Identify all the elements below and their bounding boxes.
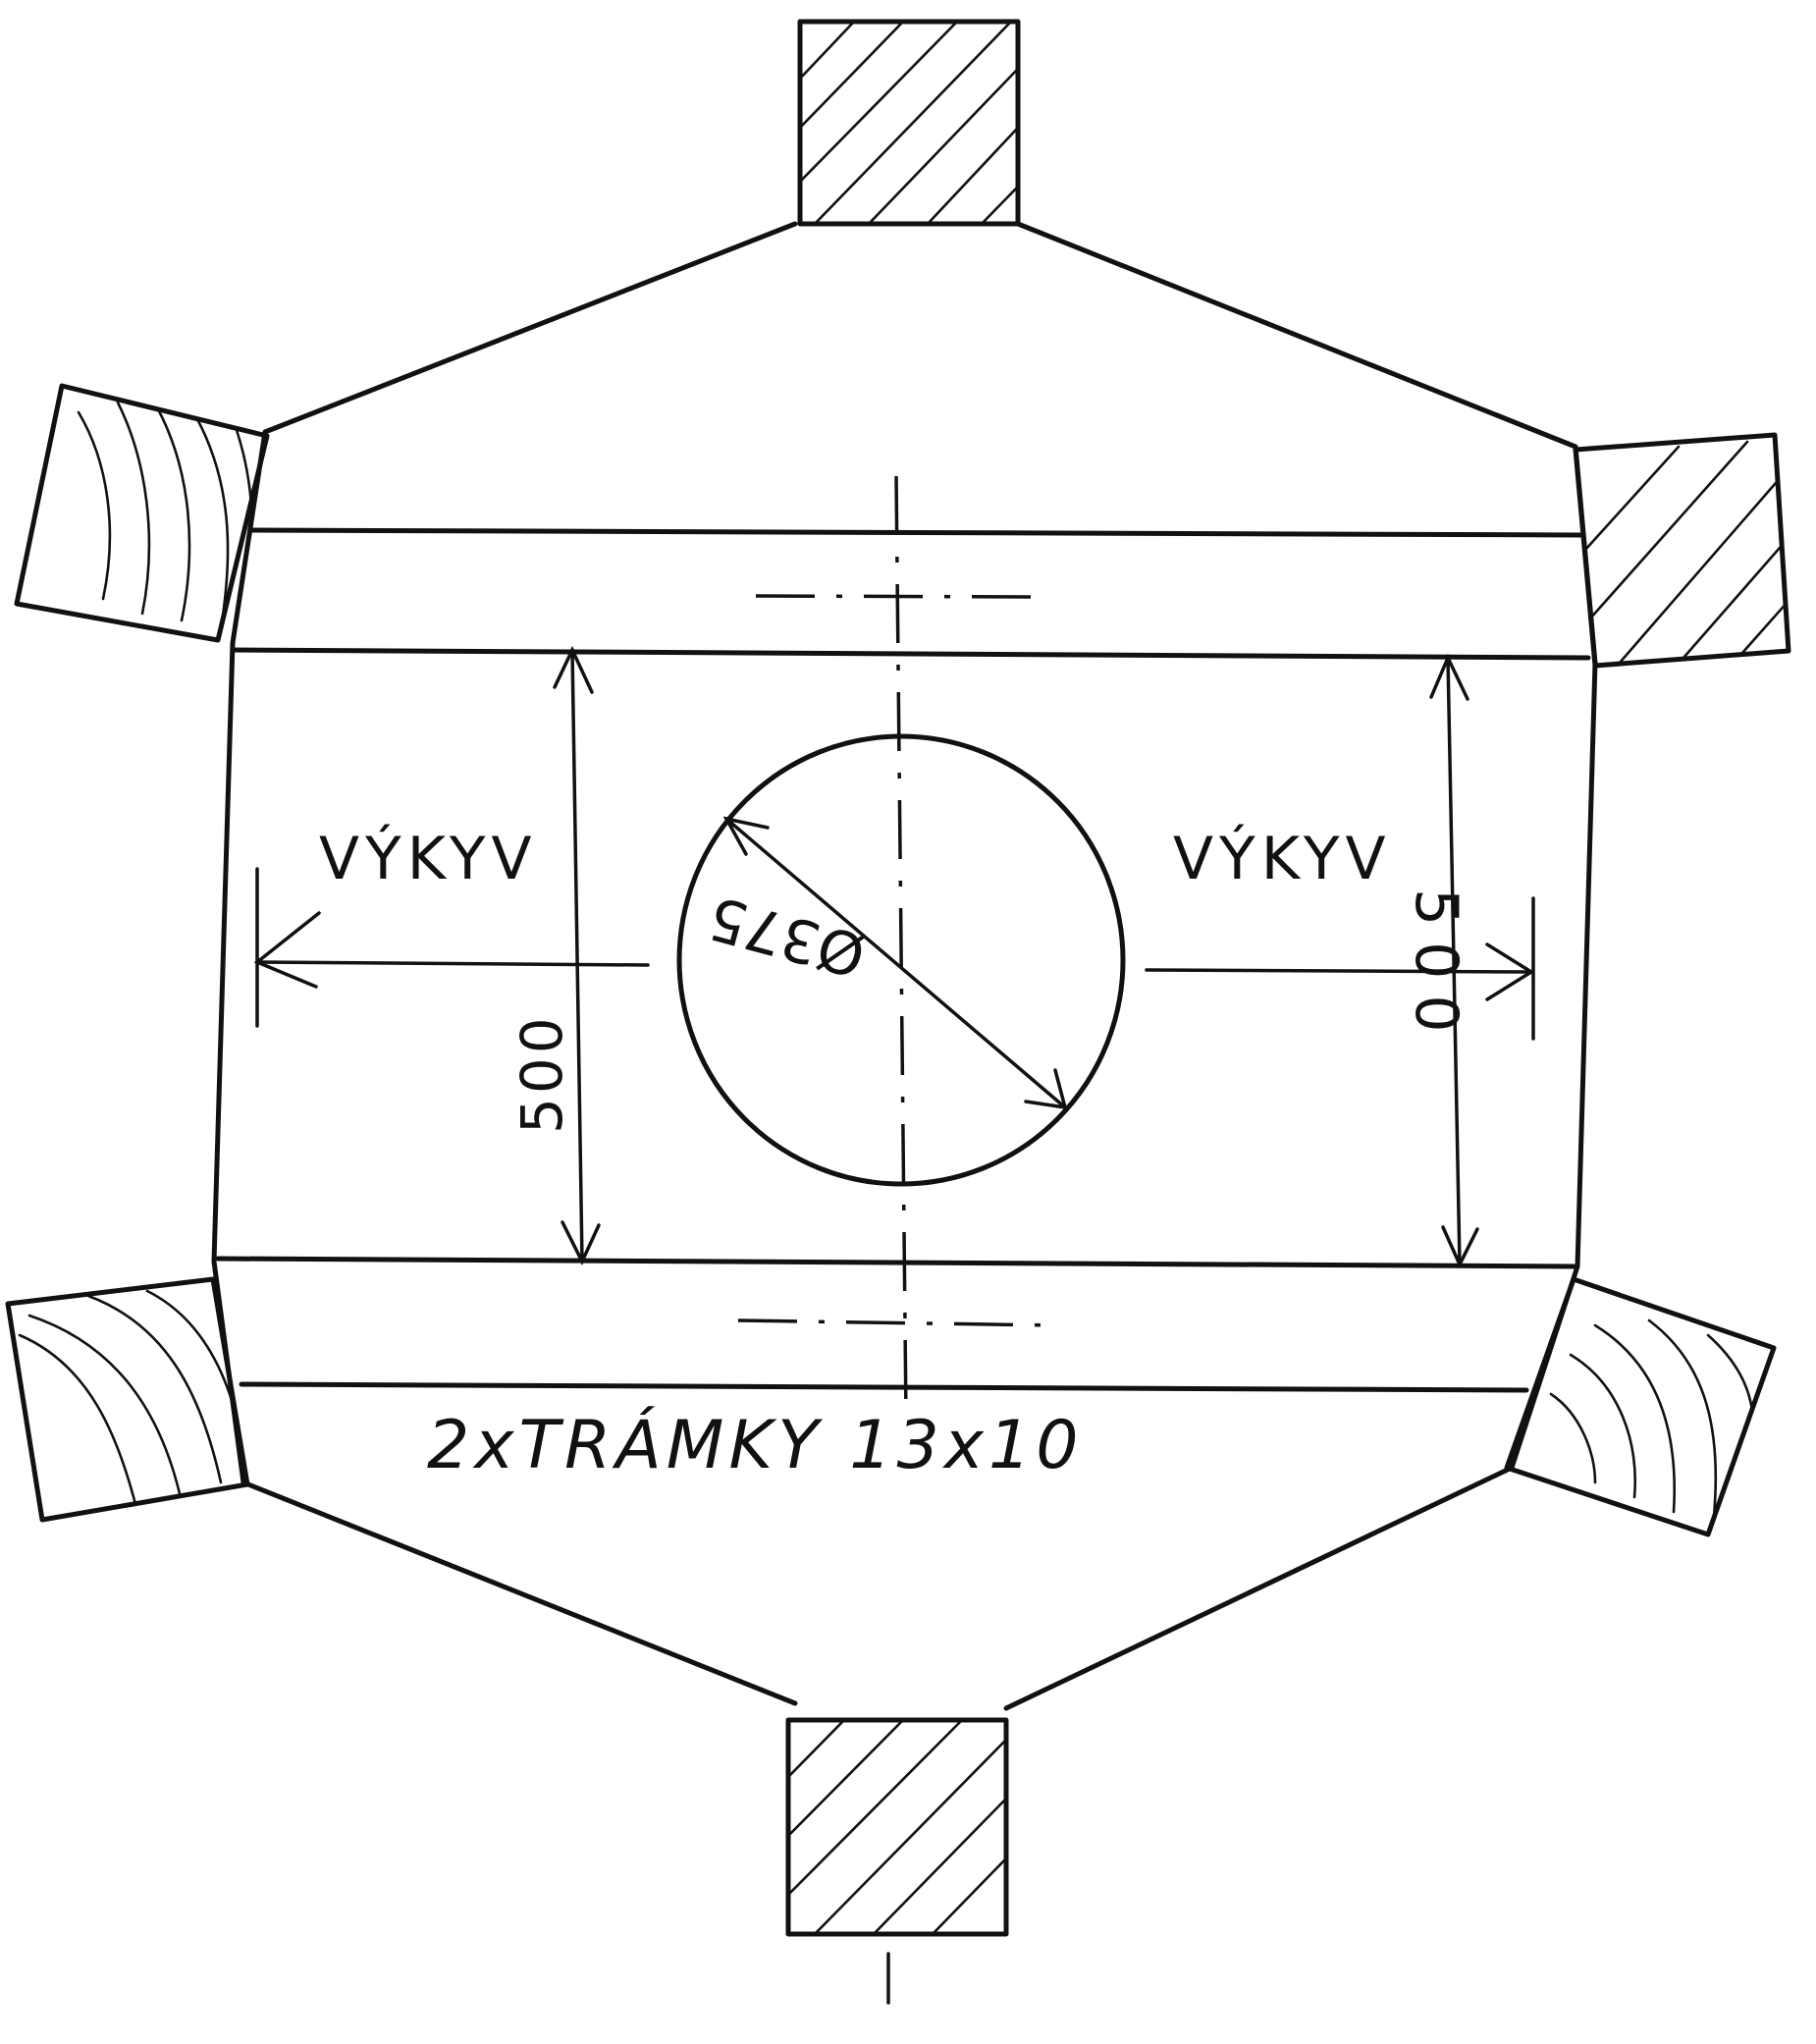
diameter-arrow — [722, 816, 1068, 1110]
dimension-right — [1429, 653, 1479, 1269]
timber-block-bottom — [785, 1717, 1009, 1937]
centerline-dash-top — [755, 594, 1032, 599]
centerline-dash-bottom — [737, 1318, 1056, 1327]
timber-block-upper-left — [14, 383, 270, 643]
swing-arrow-left — [253, 867, 650, 1028]
swing-label-left: VÝKYV — [319, 823, 538, 893]
beams-label: 2xTRÁMKY 13x10 — [427, 1406, 1084, 1484]
dimension-left — [553, 645, 601, 1266]
dimension-label-right: 500 — [1402, 888, 1470, 1049]
crossbeam-bottom — [215, 1256, 1578, 1393]
center-hole — [676, 733, 1126, 1187]
vertical-centerline — [894, 475, 908, 1420]
timber-block-lower-right — [1504, 1276, 1777, 1537]
swing-arrow-right — [1145, 896, 1535, 1041]
timber-block-lower-left — [5, 1276, 250, 1523]
swing-label-right: VÝKYV — [1173, 823, 1392, 893]
outer-frame — [211, 221, 1598, 1711]
timber-block-upper-right — [1573, 432, 1791, 669]
crossbeam-top — [230, 527, 1591, 661]
timber-block-top — [797, 19, 1021, 227]
diameter-label: Ø375 — [702, 883, 873, 990]
dimension-label-left: 500 — [508, 1013, 575, 1134]
